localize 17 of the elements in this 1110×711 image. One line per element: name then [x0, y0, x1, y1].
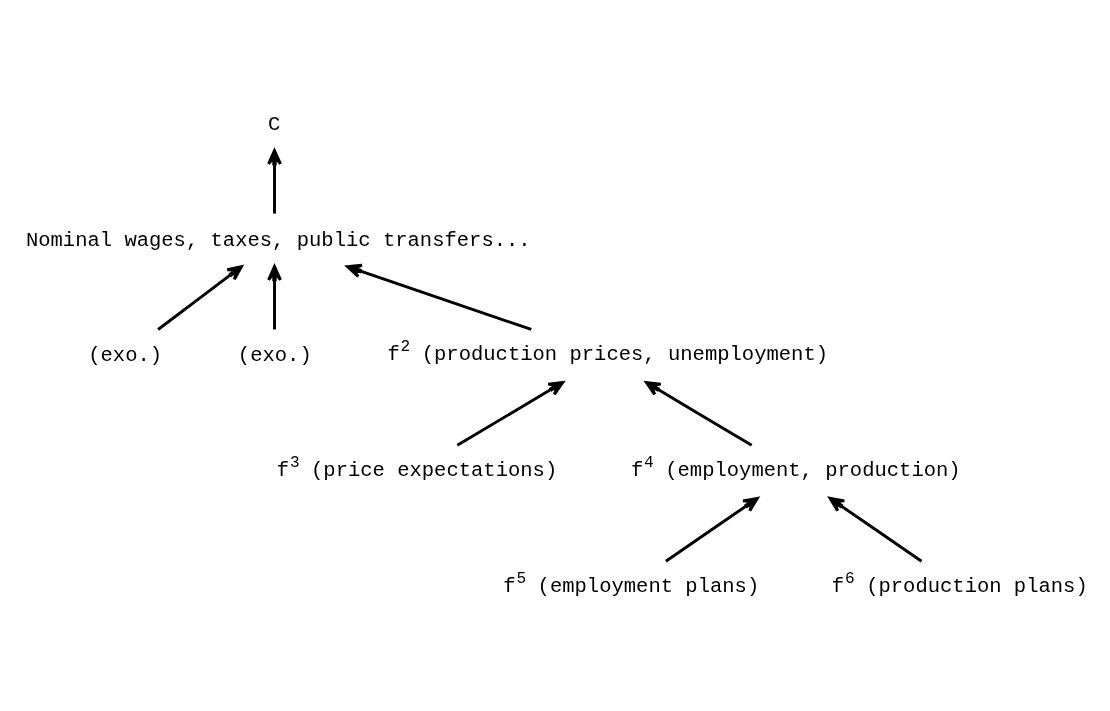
arrow — [346, 263, 532, 331]
node-text: C — [267, 112, 281, 136]
arrow — [157, 264, 243, 331]
node-text: f$^{5}$ (employment plans) — [503, 569, 760, 598]
node-text: f$^{4}$ (employment, production) — [630, 453, 961, 482]
node-text: f$^{3}$ (price expectations) — [276, 453, 558, 482]
node-text: f$^{6}$ (production plans) — [831, 569, 1088, 598]
arrow — [267, 148, 282, 214]
arrow — [456, 380, 565, 447]
node-text: (exo.) — [237, 343, 312, 367]
arrow — [828, 496, 923, 562]
node-text: Nominal wages, taxes, public transfers... — [25, 228, 531, 252]
node-text: (exo.) — [88, 343, 163, 367]
node-text: f$^{2}$ (production prices, unemployment) — [387, 337, 829, 366]
arrow — [665, 496, 759, 562]
arrow — [644, 380, 753, 447]
arrow — [267, 264, 282, 329]
